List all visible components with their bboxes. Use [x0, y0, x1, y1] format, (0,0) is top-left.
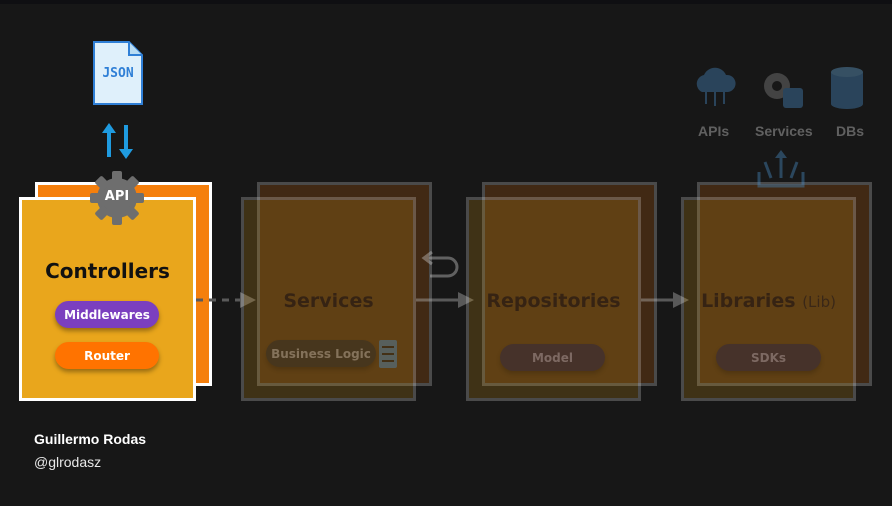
json-icon-label: JSON — [102, 66, 134, 81]
services-label: Services — [755, 123, 813, 139]
repositories-title: Repositories — [486, 290, 621, 312]
sdks-pill: SDKs — [716, 344, 821, 371]
api-gear-icon: API — [87, 168, 147, 228]
services-card-back — [257, 182, 432, 386]
json-file-icon: JSON — [93, 41, 143, 105]
dbs-label: DBs — [836, 123, 865, 139]
bidirectional-arrows-icon — [100, 121, 136, 165]
libraries-title: Libraries (Lib) — [684, 290, 853, 312]
repositories-to-libraries-arrow — [641, 290, 691, 314]
apis-label: APIs — [698, 123, 730, 139]
database-icon — [829, 66, 865, 114]
router-pill: Router — [55, 342, 159, 369]
libraries-title-text: Libraries — [701, 290, 796, 312]
gear-settings-icon — [757, 66, 805, 116]
server-icon — [377, 338, 401, 374]
top-bar — [0, 0, 892, 4]
controllers-card: Controllers Middlewares Router — [19, 197, 196, 401]
api-badge-label: API — [104, 189, 130, 204]
business-logic-pill: Business Logic — [266, 340, 376, 367]
controllers-title: Controllers — [45, 259, 170, 283]
author-name: Guillermo Rodas — [34, 431, 147, 447]
loop-arrow-icon — [418, 244, 464, 288]
author-handle: @glrodasz — [34, 454, 102, 470]
services-card: Services — [241, 197, 416, 401]
controllers-to-services-arrow — [196, 290, 258, 314]
cloud-network-icon — [692, 66, 738, 114]
outbound-arrows-icon — [755, 148, 807, 194]
services-to-repositories-arrow — [416, 290, 476, 314]
libraries-title-suffix: (Lib) — [802, 293, 836, 311]
services-title: Services — [283, 290, 374, 312]
middlewares-pill: Middlewares — [55, 301, 159, 328]
model-pill: Model — [500, 344, 605, 371]
